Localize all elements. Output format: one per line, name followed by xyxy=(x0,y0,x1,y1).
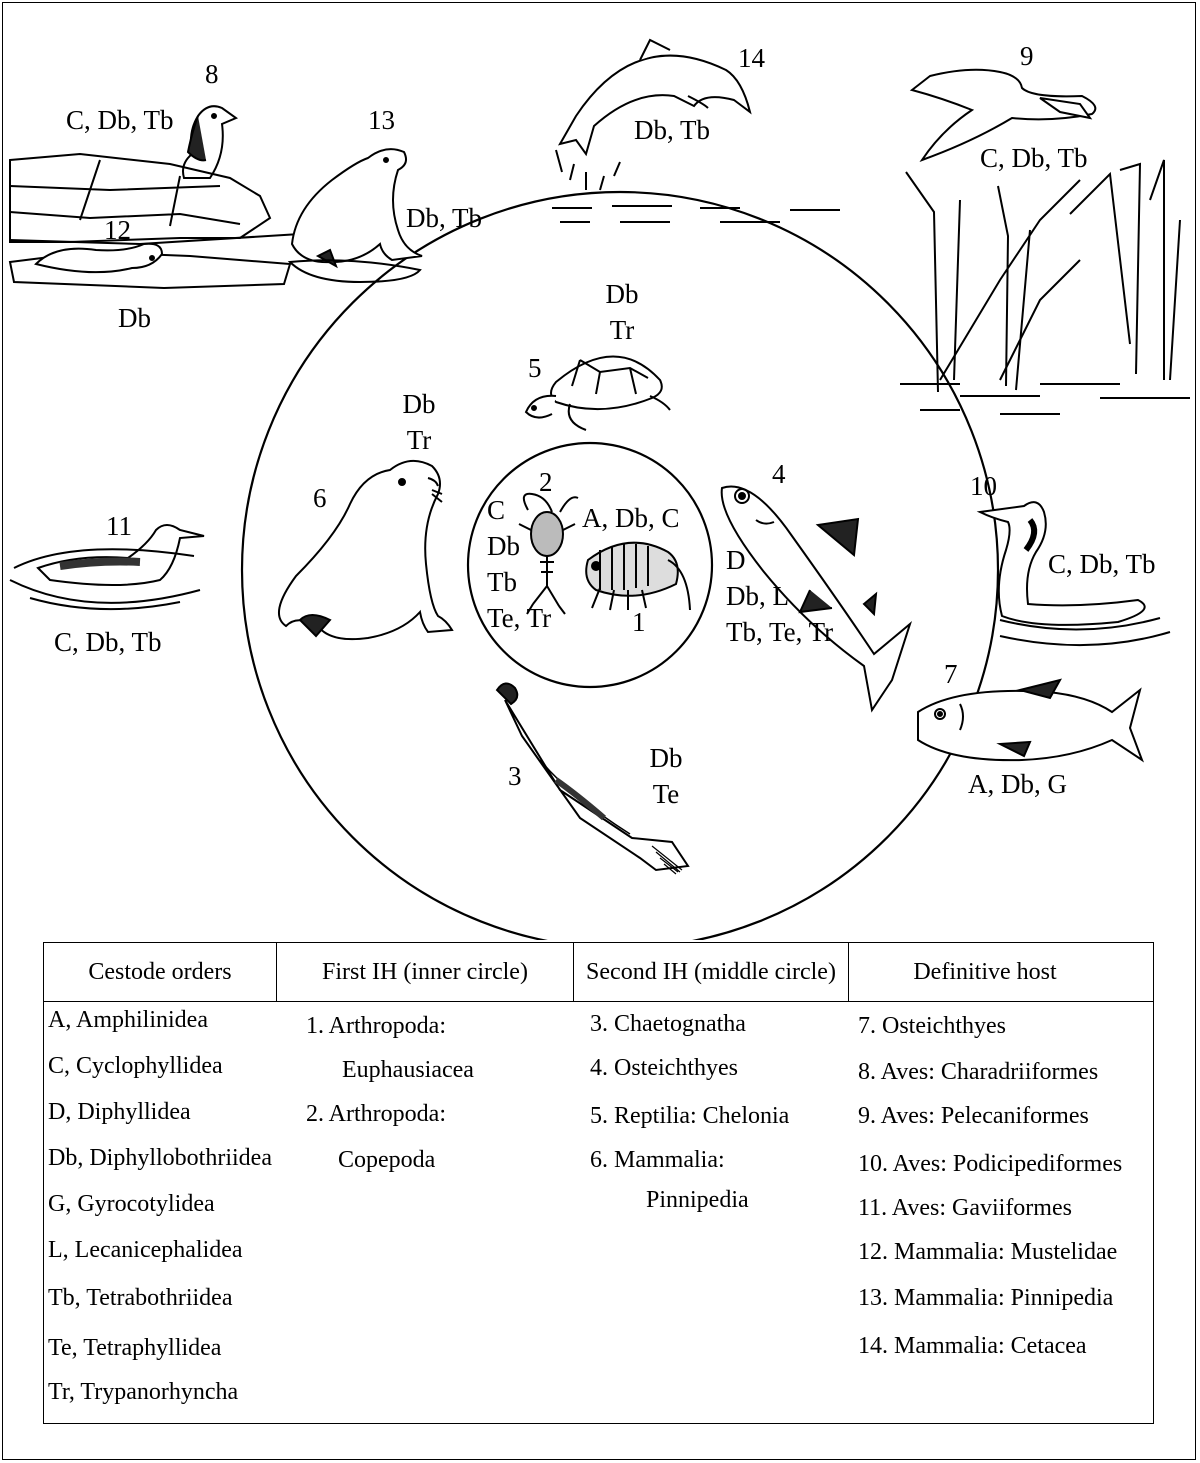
orders-host-7: A, Db, G xyxy=(968,768,1067,800)
reeds-drawing xyxy=(900,160,1190,414)
label-host-10: 10 xyxy=(970,470,997,502)
orders-host-2-line1: C xyxy=(487,494,505,526)
label-host-3: 3 xyxy=(508,760,522,792)
label-host-5: 5 xyxy=(528,352,542,384)
orders-host-14: Db, Tb xyxy=(634,114,710,146)
label-host-11: 11 xyxy=(106,510,132,542)
definitive-host-row: 9. Aves: Pelecaniformes xyxy=(858,1101,1089,1131)
definitive-host-row: 12. Mammalia: Mustelidae xyxy=(858,1237,1117,1267)
orders-host-4-line1: D xyxy=(726,544,746,576)
puffin-drawing xyxy=(183,106,236,178)
first-ih-row: Copepoda xyxy=(338,1145,435,1175)
first-ih-row: Euphausiacea xyxy=(342,1055,474,1085)
order-row: Tr, Trypanorhyncha xyxy=(48,1377,238,1407)
orders-host-1: A, Db, C xyxy=(582,502,680,534)
header-second-ih: Second IH (middle circle) xyxy=(574,943,848,1001)
orders-host-5-line2: Tr xyxy=(610,314,635,346)
orders-host-4-line3: Tb, Te, Tr xyxy=(726,616,833,648)
header-cestode-orders: Cestode orders xyxy=(44,943,276,1001)
label-host-14: 14 xyxy=(738,42,765,74)
otter-drawing xyxy=(36,244,162,272)
orders-host-5-line1: Db xyxy=(606,278,639,310)
label-host-7: 7 xyxy=(944,658,958,690)
orders-host-13: Db, Tb xyxy=(406,202,482,234)
definitive-host-row: 10. Aves: Podicipediformes xyxy=(858,1149,1122,1179)
first-ih-row: 2. Arthropoda: xyxy=(306,1099,446,1129)
label-host-2: 2 xyxy=(539,466,553,498)
label-host-8: 8 xyxy=(205,58,219,90)
order-row: G, Gyrocotylidea xyxy=(48,1189,215,1219)
orders-host-2-line3: Tb xyxy=(487,566,517,598)
orders-host-12: Db xyxy=(118,302,151,334)
orders-host-10: C, Db, Tb xyxy=(1048,548,1156,580)
header-definitive-host: Definitive host xyxy=(849,943,1121,1001)
orders-host-8: C, Db, Tb xyxy=(66,104,174,136)
second-ih-row: 6. Mammalia: xyxy=(590,1145,725,1175)
second-ih-row: 3. Chaetognatha xyxy=(590,1009,746,1039)
second-ih-row: Pinnipedia xyxy=(646,1185,749,1215)
first-ih-row: 1. Arthropoda: xyxy=(306,1011,446,1041)
orders-host-4-line2: Db, L xyxy=(726,580,789,612)
turtle-drawing xyxy=(526,356,670,430)
order-row: A, Amphilinidea xyxy=(48,1005,208,1035)
label-host-9: 9 xyxy=(1020,40,1034,72)
label-host-6: 6 xyxy=(313,482,327,514)
orders-host-6-line1: Db xyxy=(403,388,436,420)
order-row: Tb, Tetrabothriidea xyxy=(48,1283,232,1313)
order-row: Te, Tetraphyllidea xyxy=(48,1333,221,1363)
definitive-host-row: 14. Mammalia: Cetacea xyxy=(858,1331,1087,1361)
orders-host-2-line2: Db xyxy=(487,530,520,562)
label-host-4: 4 xyxy=(772,458,786,490)
label-host-13: 13 xyxy=(368,104,395,136)
definitive-host-row: 8. Aves: Charadriiformes xyxy=(858,1057,1098,1087)
krill-drawing xyxy=(586,543,690,610)
orders-host-3-line1: Db xyxy=(650,742,683,774)
definitive-host-row: 13. Mammalia: Pinnipedia xyxy=(858,1283,1113,1313)
order-row: L, Lecanicephalidea xyxy=(48,1235,243,1265)
label-host-12: 12 xyxy=(104,214,131,246)
header-first-ih: First IH (inner circle) xyxy=(277,943,573,1001)
orders-host-3-line2: Te xyxy=(653,778,680,810)
order-row: D, Diphyllidea xyxy=(48,1097,191,1127)
orders-host-11: C, Db, Tb xyxy=(54,626,162,658)
second-ih-row: 4. Osteichthyes xyxy=(590,1053,738,1083)
orders-host-2-line4: Te, Tr xyxy=(487,602,551,634)
tuna-drawing xyxy=(918,680,1142,760)
order-row: Db, Diphyllobothriidea xyxy=(48,1143,272,1173)
order-row: C, Cyclophyllidea xyxy=(48,1051,223,1081)
copepod-drawing xyxy=(519,494,578,614)
definitive-host-row: 7. Osteichthyes xyxy=(858,1011,1006,1041)
label-host-1: 1 xyxy=(632,606,646,638)
orders-host-9: C, Db, Tb xyxy=(980,142,1088,174)
seal-drawing xyxy=(279,461,452,639)
host-legend-table: Cestode orders First IH (inner circle) S… xyxy=(43,942,1154,1424)
orders-host-6-line2: Tr xyxy=(407,424,432,456)
second-ih-row: 5. Reptilia: Chelonia xyxy=(590,1101,789,1131)
definitive-host-row: 11. Aves: Gaviiformes xyxy=(858,1193,1072,1223)
header-divider xyxy=(44,1001,1153,1002)
